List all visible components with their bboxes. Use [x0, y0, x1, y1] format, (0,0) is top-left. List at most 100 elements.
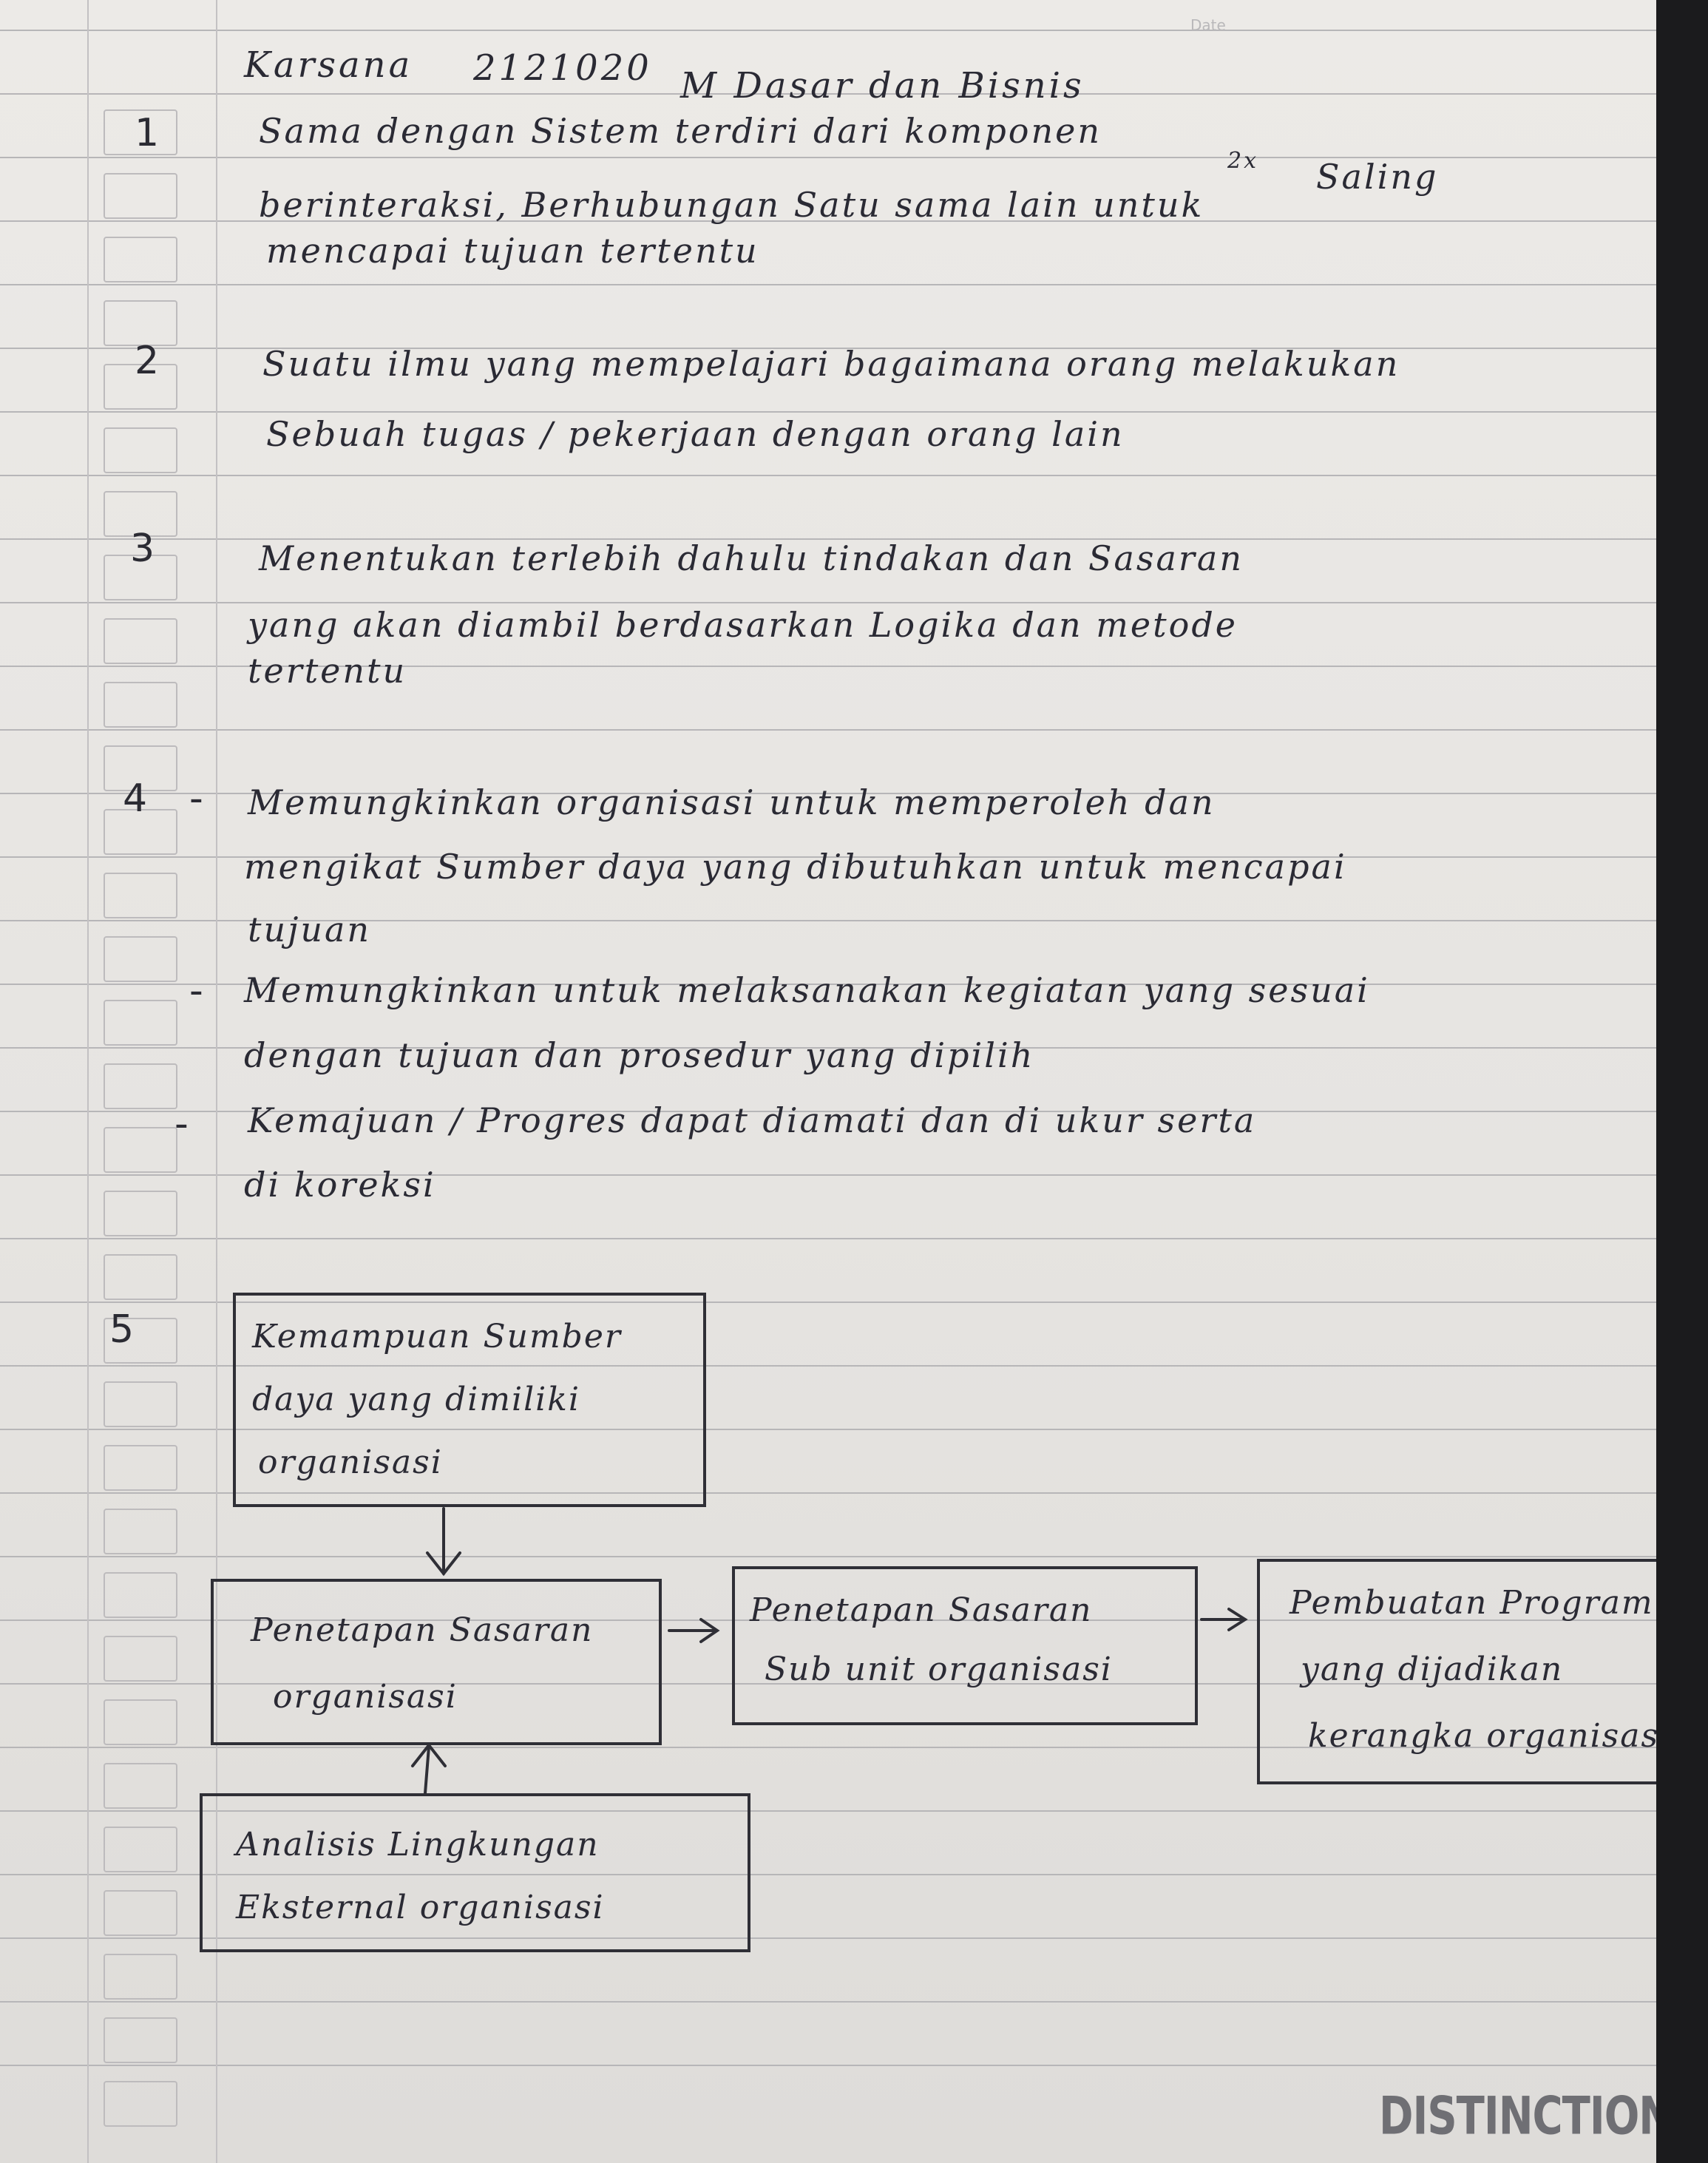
margin-box	[104, 809, 177, 855]
margin-box	[104, 237, 177, 282]
ruled-line	[0, 856, 1656, 858]
margin-box	[104, 555, 177, 600]
arrowhead-down	[426, 1551, 461, 1577]
ruled-line	[0, 1174, 1656, 1176]
flow-text: Penetapan Sasaran	[251, 1611, 594, 1649]
margin-box	[104, 1000, 177, 1046]
margin-box	[104, 1763, 177, 1809]
ruled-line	[0, 793, 1656, 794]
ruled-line	[0, 1047, 1656, 1049]
answer-line: yang akan diambil berdasarkan Logika dan…	[248, 605, 1238, 645]
margin-box	[104, 1509, 177, 1554]
answer-number: 4	[123, 776, 148, 821]
answer-line: Sama dengan Sistem terdiri dari komponen	[259, 111, 1102, 151]
ruled-line	[0, 284, 1656, 285]
answer-line: tujuan	[248, 910, 372, 950]
answer-line: Menentukan terlebih dahulu tindakan dan …	[259, 538, 1244, 578]
flow-text: yang dijadikan	[1301, 1651, 1564, 1688]
ruled-line	[0, 30, 1656, 31]
flow-box-resources: Kemampuan Sumber daya yang dimiliki orga…	[233, 1293, 706, 1507]
margin-box	[104, 2017, 177, 2063]
ruled-line	[0, 1556, 1656, 1557]
flow-box-environment: Analisis Lingkungan Eksternal organisasi	[200, 1793, 750, 1952]
margin-box	[104, 1127, 177, 1173]
ruled-line	[0, 538, 1656, 540]
course-title: M Dasar dan Bisnis	[680, 65, 1085, 106]
margin-box	[104, 682, 177, 728]
bullet-dash: -	[189, 969, 203, 1013]
margin-line-inner	[216, 0, 217, 2163]
margin-box	[104, 364, 177, 410]
ruled-line	[0, 1111, 1656, 1112]
margin-box	[104, 1445, 177, 1491]
answer-line: di koreksi	[244, 1165, 436, 1205]
ruled-line	[0, 1683, 1656, 1685]
answer-line-tail: Saling	[1316, 157, 1439, 197]
flow-text: Sub unit organisasi	[765, 1651, 1113, 1688]
ruled-line	[0, 984, 1656, 985]
answer-number: 1	[135, 111, 160, 155]
answer-line: berinteraksi, Berhubungan Satu sama lain…	[259, 185, 1204, 225]
answer-line: tertentu	[248, 651, 407, 691]
flow-text: daya yang dimiliki	[252, 1381, 580, 1418]
margin-box	[104, 491, 177, 537]
arrowhead-up	[411, 1742, 447, 1767]
margin-box	[104, 427, 177, 473]
ruled-line	[0, 1429, 1656, 1430]
margin-box	[104, 2081, 177, 2127]
margin-box	[104, 173, 177, 219]
margin-box	[104, 1890, 177, 1936]
answer-number: 2	[135, 339, 160, 383]
ruled-line	[0, 1874, 1656, 1875]
ruled-line	[0, 157, 1656, 158]
margin-box	[104, 1381, 177, 1427]
flow-text: organisasi	[258, 1443, 443, 1481]
answer-number: 5	[109, 1307, 135, 1352]
ruled-line	[0, 220, 1656, 222]
ruled-line	[0, 348, 1656, 349]
ruled-line	[0, 920, 1656, 921]
margin-box	[104, 1191, 177, 1236]
answer-line: Suatu ilmu yang mempelajari bagaimana or…	[262, 344, 1400, 384]
arrow-up	[424, 1745, 430, 1795]
brand-logo: DISTINCTION	[1379, 2086, 1656, 2147]
ruled-line	[0, 475, 1656, 476]
answer-line: mengikat Sumber daya yang dibutuhkan unt…	[244, 847, 1347, 887]
student-name: Karsana	[244, 44, 413, 86]
bullet-dash: -	[174, 1102, 189, 1146]
flow-text: Kemampuan Sumber	[252, 1318, 622, 1355]
ruled-line	[0, 602, 1656, 603]
ruled-line	[0, 411, 1656, 413]
ruled-line	[0, 1810, 1656, 1812]
margin-box	[104, 1063, 177, 1109]
answer-line: mencapai tujuan tertentu	[266, 231, 759, 271]
date-label: Date	[1190, 16, 1226, 34]
margin-box	[104, 1318, 177, 1364]
ruled-line	[0, 93, 1656, 95]
answer-number: 3	[130, 527, 155, 571]
ruled-line	[0, 729, 1656, 731]
ruled-line	[0, 2065, 1656, 2066]
flow-box-org-targets: Penetapan Sasaran organisasi	[211, 1579, 662, 1745]
ruled-line	[0, 1365, 1656, 1367]
superscript-note: 2x	[1227, 148, 1259, 174]
margin-box	[104, 1254, 177, 1300]
margin-box	[104, 936, 177, 982]
flow-text: organisasi	[273, 1678, 458, 1716]
flow-text: Eksternal organisasi	[236, 1889, 605, 1926]
ruled-line	[0, 1492, 1656, 1494]
ruled-line	[0, 1937, 1656, 1939]
margin-box	[104, 300, 177, 346]
margin-box	[104, 618, 177, 664]
answer-line: Memungkinkan untuk melaksanakan kegiatan…	[244, 970, 1370, 1010]
margin-line-outer	[87, 0, 89, 2163]
flow-text: Penetapan Sasaran	[750, 1591, 1093, 1629]
bullet-dash: -	[189, 776, 203, 821]
student-id: 2121020	[473, 47, 652, 89]
arrowhead-right-2	[1227, 1608, 1248, 1631]
ruled-line	[0, 666, 1656, 667]
ruled-line	[0, 1301, 1656, 1303]
flow-text: Pembuatan Program	[1290, 1584, 1654, 1622]
flow-text: Analisis Lingkungan	[236, 1826, 600, 1864]
answer-line: Memungkinkan organisasi untuk memperoleh…	[248, 782, 1216, 822]
